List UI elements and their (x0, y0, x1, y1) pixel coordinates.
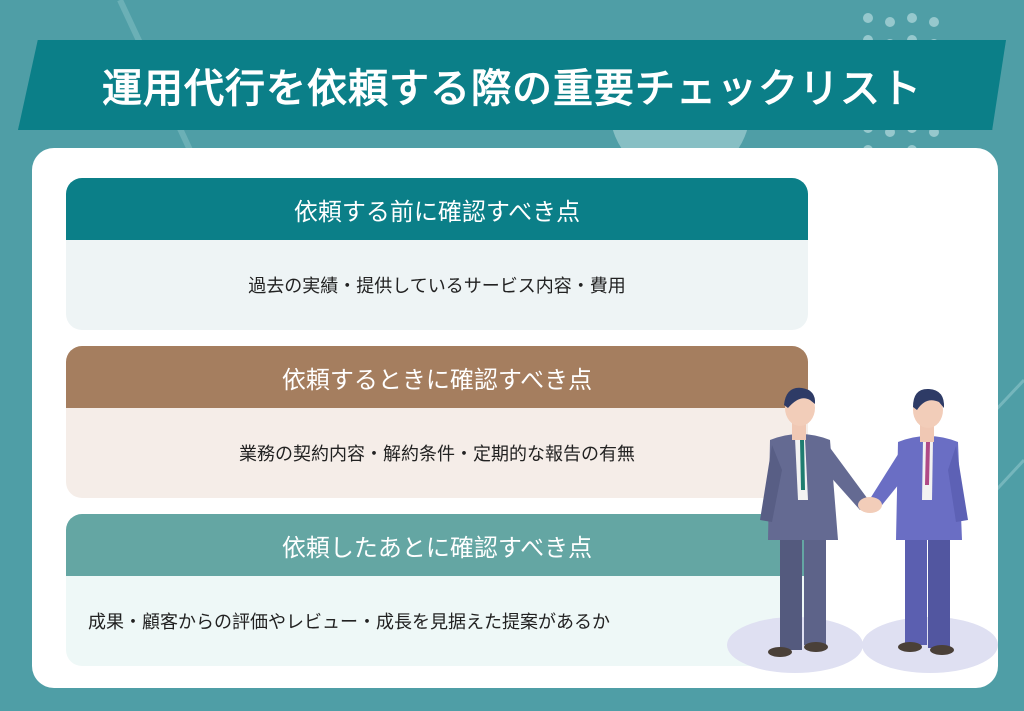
section-heading: 依頼する前に確認すべき点 (66, 178, 808, 240)
decor-dot (929, 17, 939, 27)
decor-dot (907, 13, 917, 23)
decor-dot (863, 13, 873, 23)
decor-dot (885, 17, 895, 27)
title-banner (18, 40, 1006, 130)
page-title: 運用代行を依頼する際の重要チェックリスト (102, 66, 922, 112)
section-body: 過去の実績・提供しているサービス内容・費用 (66, 240, 808, 330)
section-body: 成果・顧客からの評価やレビュー・成長を見据えた提案があるか (66, 576, 808, 666)
handshake-illustration (727, 387, 998, 673)
section-heading: 依頼したあとに確認すべき点 (66, 514, 808, 576)
section-after-request: 依頼したあとに確認すべき点 成果・顧客からの評価やレビュー・成長を見据えた提案が… (66, 514, 808, 666)
section-heading: 依頼するときに確認すべき点 (66, 346, 808, 408)
section-during-request: 依頼するときに確認すべき点 業務の契約内容・解約条件・定期的な報告の有無 (66, 346, 808, 498)
section-before-request: 依頼する前に確認すべき点 過去の実績・提供しているサービス内容・費用 (66, 178, 808, 330)
section-body: 業務の契約内容・解約条件・定期的な報告の有無 (66, 408, 808, 498)
businessman-right (868, 388, 968, 655)
businessman-left (760, 387, 870, 657)
handshake-hands (858, 497, 882, 513)
